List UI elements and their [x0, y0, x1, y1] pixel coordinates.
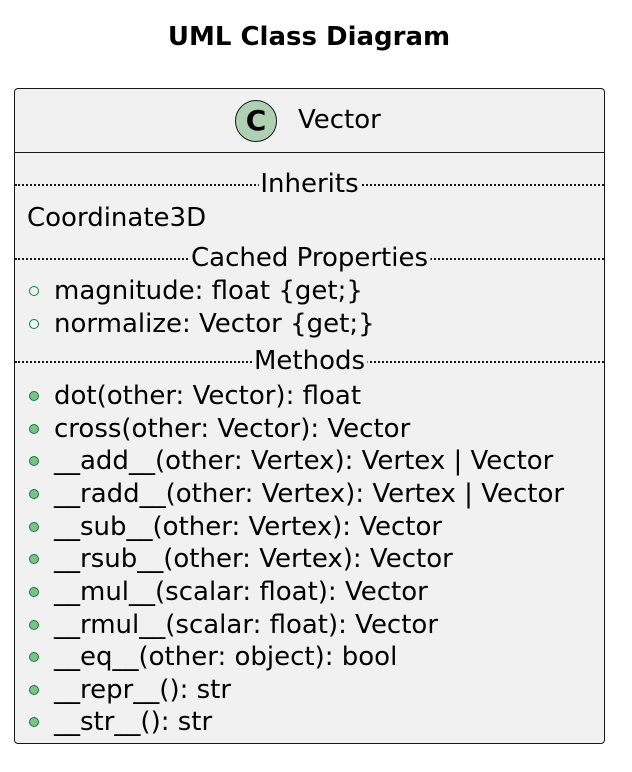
- method-item: __rsub__(other: Vertex): Vector: [29, 543, 453, 576]
- method-signature: __add__(other: Vertex): Vertex | Vector: [54, 446, 554, 477]
- public-method-icon: [29, 489, 39, 500]
- public-method-icon: [29, 587, 39, 598]
- method-signature: __rmul__(scalar: float): Vector: [54, 610, 439, 641]
- cached-properties-section-label: Cached Properties: [188, 243, 431, 273]
- class-name: Vector: [298, 105, 381, 135]
- public-method-icon: [29, 391, 39, 402]
- method-item: __eq__(other: object): bool: [29, 641, 397, 674]
- method-item: __repr__(): str: [29, 674, 231, 707]
- method-signature: __mul__(scalar: float): Vector: [54, 577, 428, 608]
- method-signature: cross(other: Vector): Vector: [54, 414, 411, 445]
- class-c-icon: C: [235, 100, 277, 142]
- method-item: __sub__(other: Vertex): Vector: [29, 511, 442, 544]
- method-signature: __str__(): str: [54, 707, 213, 738]
- inherits-separator: Inherits: [15, 169, 604, 199]
- method-item: cross(other: Vector): Vector: [29, 413, 410, 446]
- cached-properties-separator: Cached Properties: [15, 243, 604, 273]
- diagram-title: UML Class Diagram: [167, 22, 451, 52]
- public-field-icon: [29, 286, 39, 297]
- public-method-icon: [29, 717, 39, 728]
- method-item: __str__(): str: [29, 706, 212, 739]
- public-field-icon: [29, 319, 39, 330]
- method-item: __rmul__(scalar: float): Vector: [29, 609, 438, 642]
- methods-section-label: Methods: [251, 346, 368, 376]
- public-method-icon: [29, 424, 39, 435]
- method-signature: __eq__(other: object): bool: [54, 642, 398, 673]
- class-vector[interactable]: C Vector Inherits Coordinate3D Cached Pr…: [14, 88, 605, 744]
- method-signature: dot(other: Vector): float: [54, 381, 362, 412]
- public-method-icon: [29, 685, 39, 696]
- method-signature: __rsub__(other: Vertex): Vector: [54, 544, 453, 575]
- property-item: normalize: Vector {get;}: [29, 308, 375, 341]
- method-item: __mul__(scalar: float): Vector: [29, 576, 428, 609]
- public-method-icon: [29, 554, 39, 565]
- property-signature: normalize: Vector {get;}: [54, 309, 375, 340]
- method-item: __radd__(other: Vertex): Vertex | Vector: [29, 478, 564, 511]
- inherits-section-label: Inherits: [258, 169, 361, 199]
- method-item: __add__(other: Vertex): Vertex | Vector: [29, 445, 553, 478]
- method-signature: __repr__(): str: [54, 675, 232, 706]
- method-item: dot(other: Vector): float: [29, 380, 361, 413]
- public-method-icon: [29, 652, 39, 663]
- methods-separator: Methods: [15, 346, 604, 376]
- public-method-icon: [29, 620, 39, 631]
- property-item: magnitude: float {get;}: [29, 275, 363, 308]
- parent-class: Coordinate3D: [27, 203, 207, 233]
- property-signature: magnitude: float {get;}: [54, 276, 363, 307]
- method-signature: __radd__(other: Vertex): Vertex | Vector: [54, 479, 565, 510]
- class-header: C Vector: [15, 89, 604, 153]
- public-method-icon: [29, 522, 39, 533]
- public-method-icon: [29, 456, 39, 467]
- method-signature: __sub__(other: Vertex): Vector: [54, 512, 443, 543]
